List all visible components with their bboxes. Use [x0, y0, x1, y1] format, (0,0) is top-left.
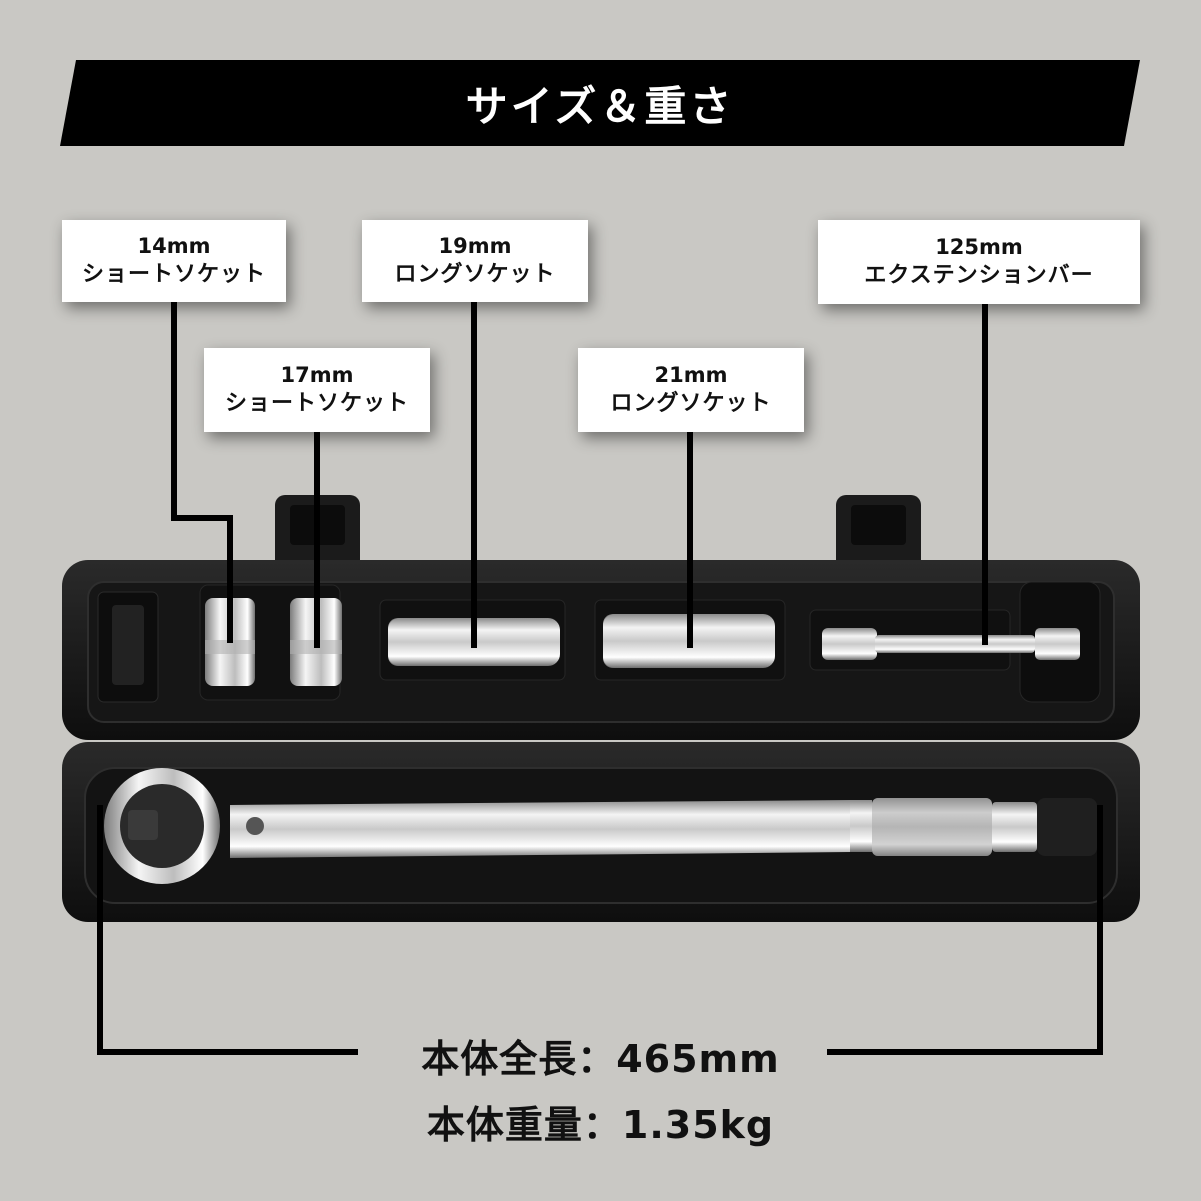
label-size: 14mm	[137, 233, 211, 258]
label-size: 17mm	[280, 362, 354, 387]
spec-total-length: 本体全長：465mm	[421, 1037, 780, 1081]
banner-title: サイズ＆重さ	[465, 81, 735, 131]
label-size: 21mm	[654, 362, 728, 387]
title-banner: サイズ＆重さ	[60, 60, 1140, 146]
label-size: 125mm	[935, 234, 1023, 259]
label-name: ショートソケット	[224, 391, 409, 417]
label-17mm-short-socket: 17mm ショートソケット	[204, 348, 430, 432]
spec-weight: 本体重量：1.35kg	[426, 1103, 775, 1147]
case-latch-right	[836, 495, 921, 575]
label-name: ショートソケット	[81, 262, 266, 288]
label-19mm-long-socket: 19mm ロングソケット	[362, 220, 588, 302]
label-name: ロングソケット	[610, 391, 772, 417]
label-21mm-long-socket: 21mm ロングソケット	[578, 348, 804, 432]
extension-bar	[822, 628, 1080, 660]
leader-lines	[97, 297, 1103, 1055]
label-name: ロングソケット	[394, 262, 556, 288]
label-name: エクステンションバー	[864, 263, 1094, 289]
torque-wrench	[104, 768, 1097, 884]
label-size: 19mm	[438, 233, 512, 258]
label-14mm-short-socket: 14mm ショートソケット	[62, 220, 286, 302]
label-125mm-extension-bar: 125mm エクステンションバー	[818, 220, 1140, 304]
